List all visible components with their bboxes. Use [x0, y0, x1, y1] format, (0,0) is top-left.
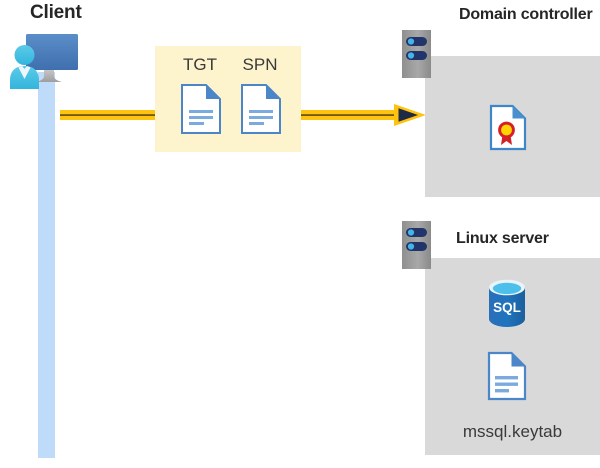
server-icon — [402, 221, 431, 269]
certificate-document-icon — [489, 104, 527, 151]
keytab-document-icon — [487, 351, 527, 401]
svg-text:SQL: SQL — [493, 300, 521, 315]
spn-label: SPN — [242, 55, 278, 74]
tgt-label: TGT — [183, 55, 217, 74]
tgt-document-icon — [181, 84, 221, 134]
domain-controller-title: Domain controller — [459, 6, 593, 23]
user-at-monitor-icon — [6, 27, 92, 89]
server-icon — [402, 30, 431, 78]
client-title: Client — [30, 2, 82, 23]
sql-database-icon: SQL — [487, 279, 527, 327]
client-lifeline — [38, 72, 55, 458]
spn-document-icon — [241, 84, 281, 134]
linux-server-title: Linux server — [456, 230, 549, 247]
keytab-filename-label: mssql.keytab — [462, 422, 563, 441]
